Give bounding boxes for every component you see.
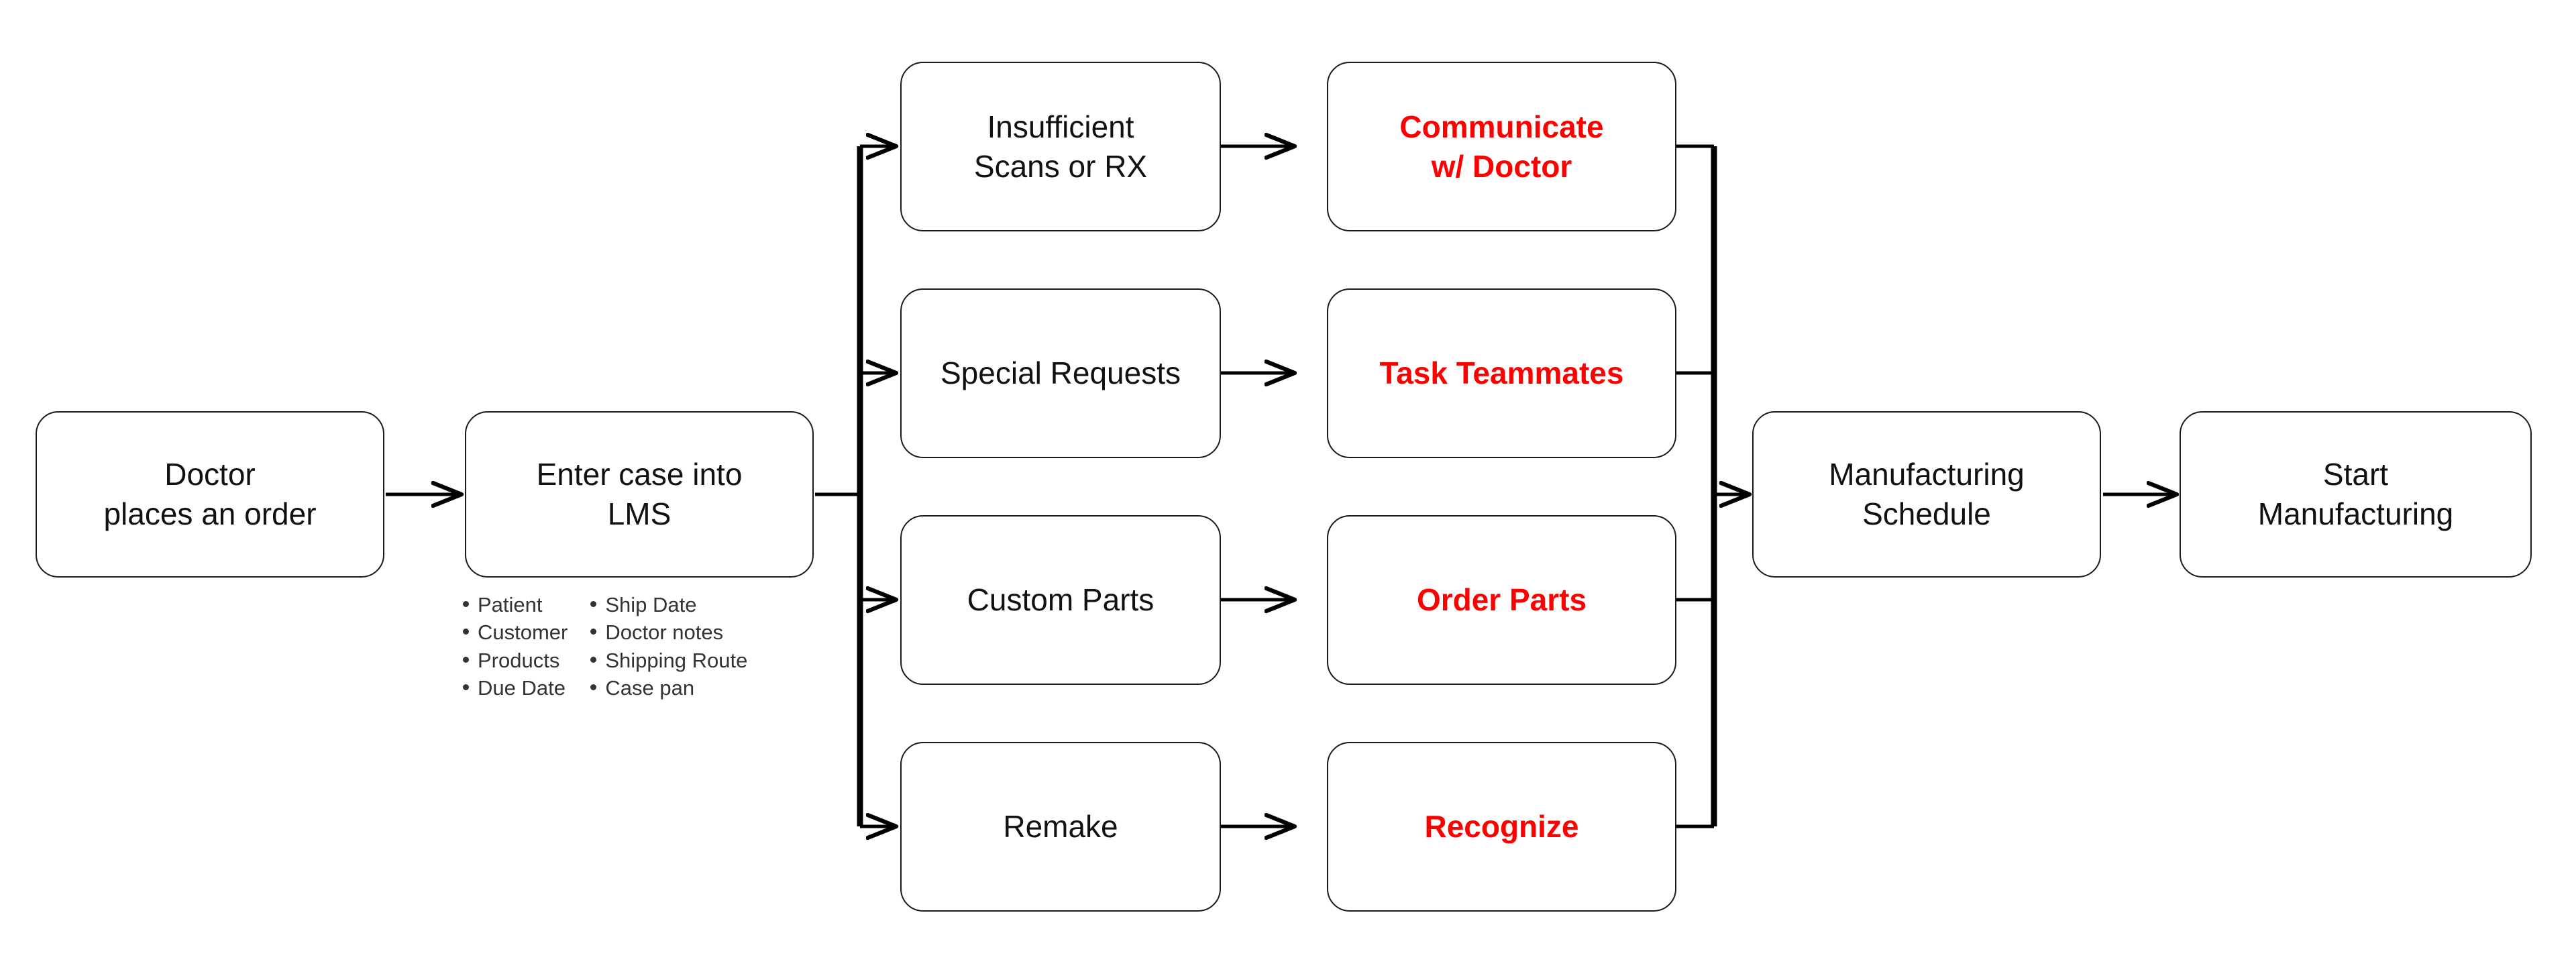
node-label: Start Manufacturing xyxy=(2257,457,2454,531)
node-doctor-places-an-order[interactable]: Doctor places an order xyxy=(36,411,384,578)
node-label: Communicate w/ Doctor xyxy=(1399,109,1604,184)
bullet-dot-icon xyxy=(463,629,469,635)
node-label: Order Parts xyxy=(1416,582,1587,618)
node-special-requests[interactable]: Special Requests xyxy=(900,288,1221,458)
case-details-column-2: Ship Date Doctor notes Shipping Route Ca… xyxy=(590,593,747,700)
node-label: Manufacturing Schedule xyxy=(1829,457,2025,531)
node-label: Custom Parts xyxy=(967,582,1155,618)
list-item-label: Customer xyxy=(478,620,568,645)
node-custom-parts[interactable]: Custom Parts xyxy=(900,515,1221,685)
list-item: Case pan xyxy=(590,676,747,700)
node-communicate-w-doctor[interactable]: Communicate w/ Doctor xyxy=(1327,62,1676,231)
bullet-dot-icon xyxy=(463,656,469,663)
node-label: Recognize xyxy=(1424,809,1579,845)
bullet-dot-icon xyxy=(590,601,597,607)
node-label: Insufficient Scans or RX xyxy=(973,109,1148,184)
list-item-label: Products xyxy=(478,648,560,672)
list-item-label: Ship Date xyxy=(605,593,697,616)
list-item-label: Due Date xyxy=(478,675,566,700)
list-item-label: Doctor notes xyxy=(605,620,724,645)
list-item-label: Case pan xyxy=(605,675,695,700)
node-label: Special Requests xyxy=(941,356,1181,391)
node-enter-case-into-lms[interactable]: Enter case into LMS xyxy=(465,411,814,578)
list-item: Ship Date xyxy=(590,593,747,616)
node-recognize[interactable]: Recognize xyxy=(1327,742,1676,912)
list-item: Patient xyxy=(463,593,568,616)
node-manufacturing-schedule[interactable]: Manufacturing Schedule xyxy=(1752,411,2101,578)
bullet-dot-icon xyxy=(590,629,597,635)
bullet-dot-icon xyxy=(463,684,469,690)
node-task-teammates[interactable]: Task Teammates xyxy=(1327,288,1676,458)
list-item: Due Date xyxy=(463,676,568,700)
case-details-list: Patient Customer Products Due Date Ship … xyxy=(463,593,747,700)
node-label: Enter case into LMS xyxy=(536,457,743,531)
case-details-column-1: Patient Customer Products Due Date xyxy=(463,593,568,700)
bullet-dot-icon xyxy=(463,601,469,607)
node-label: Doctor places an order xyxy=(103,457,317,531)
list-item-label: Patient xyxy=(478,593,543,616)
node-order-parts[interactable]: Order Parts xyxy=(1327,515,1676,685)
bullet-dot-icon xyxy=(590,656,597,663)
node-remake[interactable]: Remake xyxy=(900,742,1221,912)
node-start-manufacturing[interactable]: Start Manufacturing xyxy=(2180,411,2532,578)
node-insufficient-scans-or-rx[interactable]: Insufficient Scans or RX xyxy=(900,62,1221,231)
list-item-label: Shipping Route xyxy=(605,648,748,672)
node-label: Remake xyxy=(1003,809,1118,845)
bullet-dot-icon xyxy=(590,684,597,690)
node-label: Task Teammates xyxy=(1379,356,1624,391)
list-item: Doctor notes xyxy=(590,620,747,644)
list-item: Products xyxy=(463,649,568,672)
list-item: Shipping Route xyxy=(590,649,747,672)
list-item: Customer xyxy=(463,620,568,644)
